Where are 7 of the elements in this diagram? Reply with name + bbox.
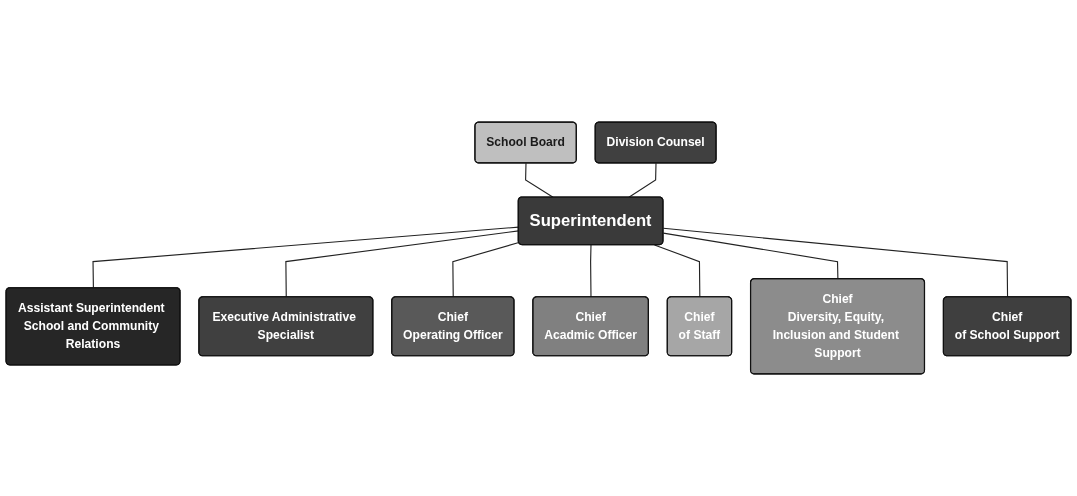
connector: [662, 232, 839, 280]
connector: [628, 162, 657, 198]
connector: [452, 241, 520, 298]
connector: [285, 230, 520, 298]
connector: [590, 244, 592, 298]
connector: [662, 227, 1009, 298]
connector: [525, 162, 554, 198]
